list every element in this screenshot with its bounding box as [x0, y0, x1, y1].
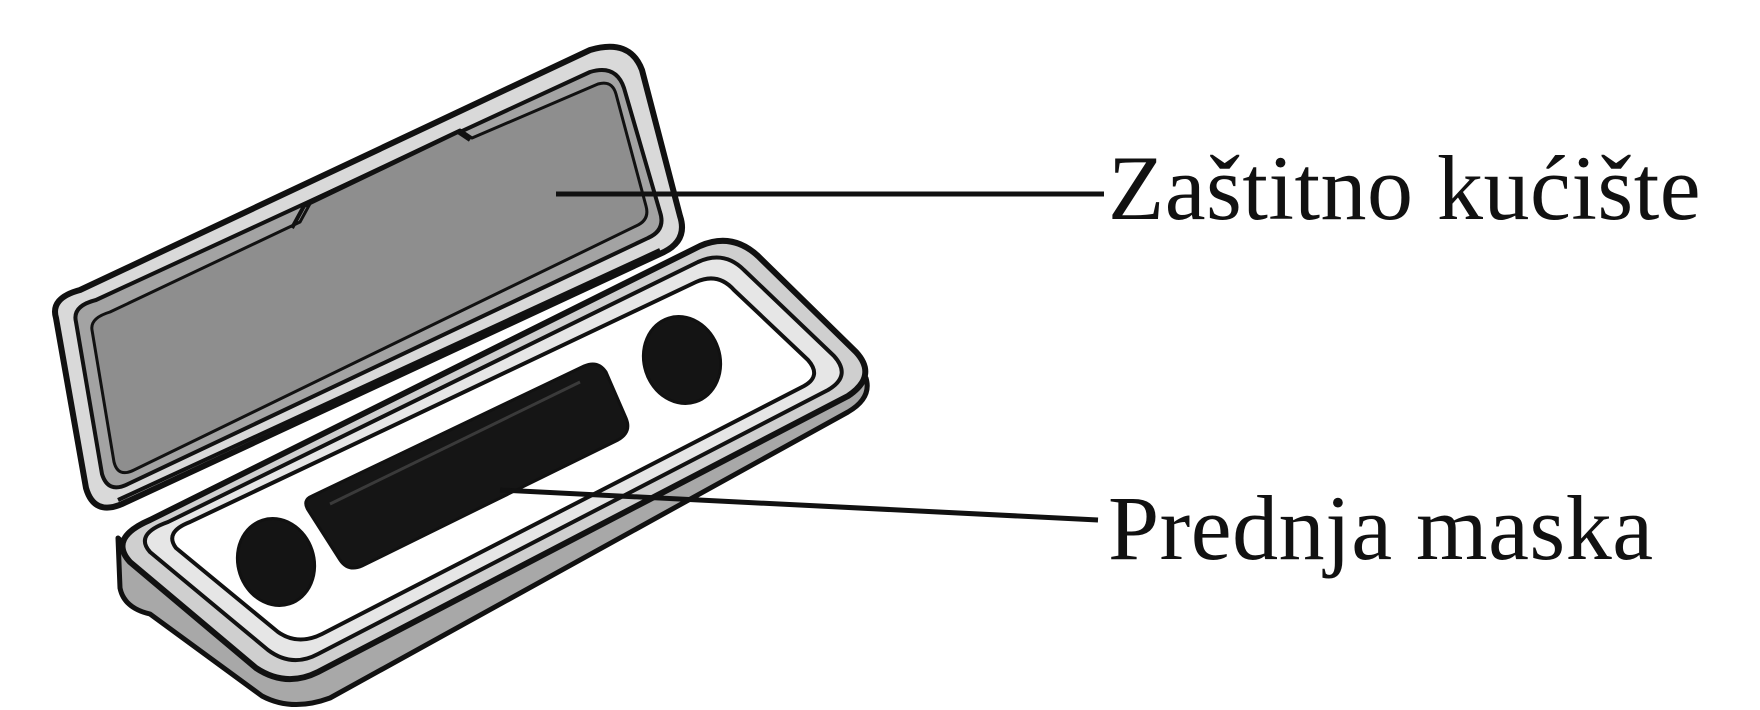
front-mask — [235, 315, 723, 607]
front-mask-label: Prednja maska — [1108, 477, 1654, 579]
case-lid — [52, 43, 685, 511]
front-mask-right-knob — [641, 315, 723, 405]
front-mask-display — [304, 362, 630, 570]
leader-line-front-mask — [499, 487, 1099, 523]
front-mask-left-knob — [235, 517, 317, 607]
protective-case-label: Zaštitno kućište — [1108, 137, 1702, 239]
